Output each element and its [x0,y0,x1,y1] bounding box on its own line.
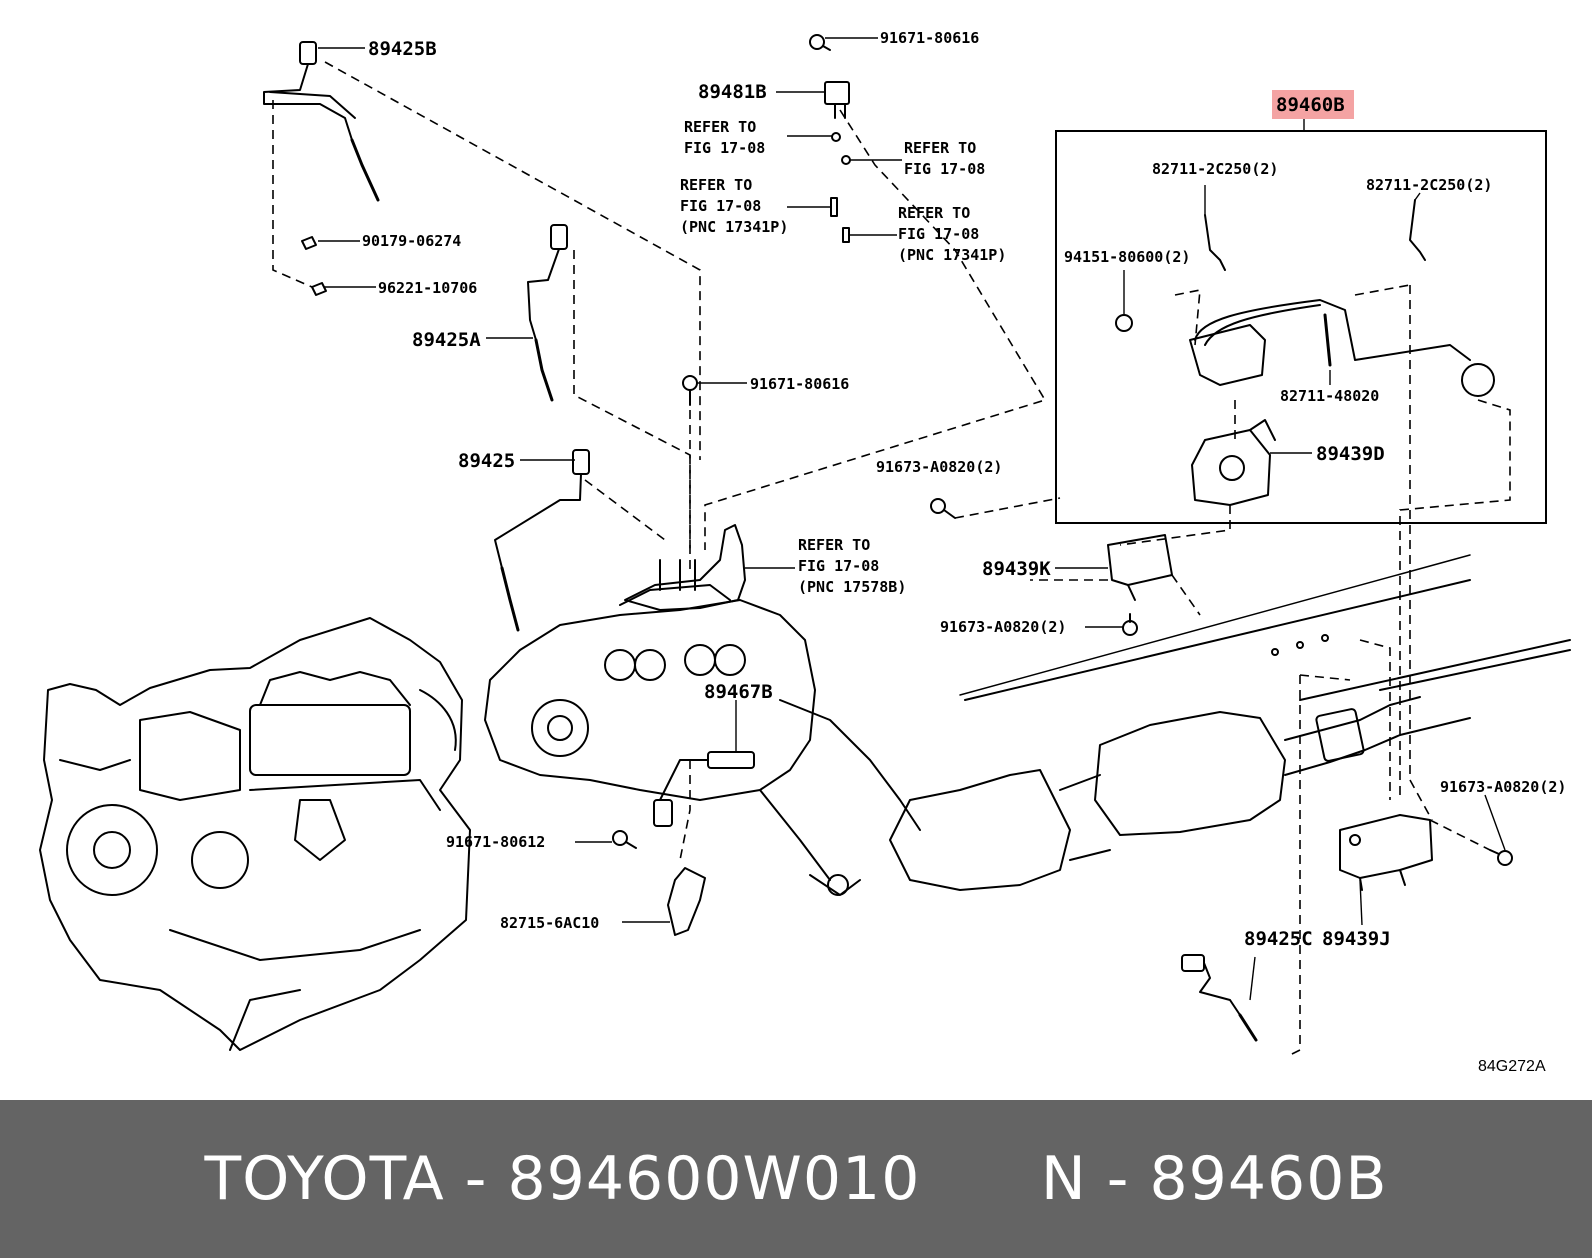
label-refer4-line3: (PNC 17341P) [898,246,1006,264]
hardware-drawing [301,34,1513,936]
label-refer4-line1: REFER TO [898,204,970,222]
pressure-sensor-assembly-drawing [1055,130,1547,524]
sensor-89425C-drawing [1181,954,1258,1042]
footer-part-info: TOYOTA - 894600W010 N - 89460B [204,1144,1388,1214]
label-96221-10706: 96221-10706 [378,279,477,297]
label-refer1-line2: FIG 17-08 [684,139,765,157]
label-refer5-line3: (PNC 17578B) [798,578,906,596]
label-refer3-line1: REFER TO [680,176,752,194]
label-89425A: 89425A [412,329,481,351]
turbo-manifold-drawing [484,524,921,896]
part-labels: 89425B 91671-80616 89481B REFER TO FIG 1… [362,29,1566,1075]
label-refer2-line2: FIG 17-08 [904,160,985,178]
label-82711-2C250-a: 82711-2C250(2) [1152,160,1278,178]
label-refer5-line2: FIG 17-08 [798,557,879,575]
label-82711-2C250-b: 82711-2C250(2) [1366,176,1492,194]
label-89481B: 89481B [698,81,767,103]
label-91673-A0820-c: 91673-A0820(2) [1440,778,1566,796]
engine-block-drawing [39,617,471,1051]
sensor-89425-drawing [494,449,590,632]
sensor-89425A-drawing [527,224,568,402]
label-refer1-line1: REFER TO [684,118,756,136]
label-91673-A0820-b: 91673-A0820(2) [940,618,1066,636]
bracket-89439J-drawing [1339,814,1433,891]
label-89425: 89425 [458,450,515,472]
leader-lines [318,37,1506,1001]
label-91671-80616-top: 91671-80616 [880,29,979,47]
dashed-reference-lines [272,61,1511,1056]
label-refer2-line1: REFER TO [904,139,976,157]
sensor-89425B-drawing [263,41,380,202]
sensor-89467B-drawing [653,751,755,827]
highlight-89460B [1272,90,1354,119]
parts-diagram: 89425B 91671-80616 89481B REFER TO FIG 1… [39,29,1571,1075]
label-refer3-line2: FIG 17-08 [680,197,761,215]
label-90179-06274: 90179-06274 [362,232,461,250]
label-89460B: 89460B [1276,94,1345,116]
label-89439K: 89439K [982,558,1051,580]
label-refer5-line1: REFER TO [798,536,870,554]
figure-code: 84G272A [1478,1058,1546,1075]
label-89439J: 89439J [1322,928,1391,950]
label-82711-48020: 82711-48020 [1280,387,1379,405]
exhaust-system-drawing [889,554,1571,891]
label-refer4-line2: FIG 17-08 [898,225,979,243]
label-89467B: 89467B [704,681,773,703]
label-91673-A0820-a: 91673-A0820(2) [876,458,1002,476]
label-82715-6AC10: 82715-6AC10 [500,914,599,932]
label-91671-80612: 91671-80612 [446,833,545,851]
label-89425C: 89425C [1244,928,1313,950]
bracket-89439K-drawing [1107,534,1173,601]
label-89425B: 89425B [368,38,437,60]
label-91671-80616-mid: 91671-80616 [750,375,849,393]
label-89439D: 89439D [1316,443,1385,465]
label-94151-80600: 94151-80600(2) [1064,248,1190,266]
label-refer3-line3: (PNC 17341P) [680,218,788,236]
footer-bar: TOYOTA - 894600W010 N - 89460B [0,1100,1592,1258]
